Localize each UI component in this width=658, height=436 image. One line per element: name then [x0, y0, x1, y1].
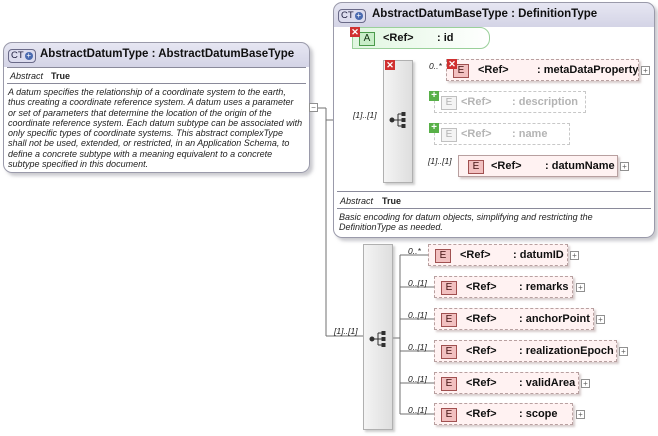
sequence-occurrence: [1]..[1] [353, 110, 377, 120]
element-badge-icon: E [441, 313, 457, 327]
element-name: : realizationEpoch [519, 345, 614, 357]
expand-icon[interactable]: + [619, 347, 628, 356]
element-name: : scope [519, 408, 558, 420]
attribute-id[interactable]: A <Ref> : id [352, 27, 490, 49]
element-validarea[interactable]: E <Ref> : validArea [434, 372, 579, 394]
element-scope[interactable]: E <Ref> : scope [434, 403, 573, 425]
element-badge-icon: E [441, 128, 457, 142]
element-badge-icon: E [453, 64, 469, 78]
element-occurrence: 0..[1] [408, 278, 427, 288]
expand-icon[interactable]: + [581, 379, 590, 388]
property-divider [7, 83, 306, 84]
abstract-value: True [51, 71, 71, 81]
element-name: : datumName [545, 160, 615, 172]
element-occurrence: 0..[1] [408, 342, 427, 352]
element-ref: <Ref> [466, 408, 497, 420]
element-badge-icon: E [441, 96, 457, 110]
element-ref: <Ref> [478, 64, 509, 76]
element-anchorpoint[interactable]: E <Ref> : anchorPoint [434, 308, 594, 330]
title-divider [7, 67, 306, 68]
element-remarks[interactable]: E <Ref> : remarks [434, 276, 573, 298]
element-badge-icon: E [435, 249, 451, 263]
attribute-badge-icon: A [359, 32, 375, 46]
documentation-text: A datum specifies the relationship of a … [8, 87, 303, 170]
element-ref: <Ref> [466, 345, 497, 357]
element-occurrence: 0..* [429, 61, 442, 71]
type-title: AbstractDatumType : AbstractDatumBaseTyp… [40, 48, 295, 60]
element-name: : remarks [519, 281, 569, 293]
element-name: : datumID [513, 249, 564, 261]
element-name-label: : name [512, 128, 548, 140]
documentation-divider [337, 208, 651, 209]
element-name[interactable]: E <Ref> : name [434, 123, 570, 145]
element-ref: <Ref> [460, 249, 491, 261]
abstract-label: Abstract [340, 196, 374, 206]
element-realizationepoch[interactable]: E <Ref> : realizationEpoch [434, 340, 617, 362]
element-ref: <Ref> [461, 128, 492, 140]
element-name: : validArea [519, 377, 576, 389]
element-ref: <Ref> [466, 377, 497, 389]
removed-marker-icon: ✕ [447, 59, 457, 69]
complex-type-badge-icon: CT+ [338, 9, 366, 23]
abstract-datum-type-box[interactable]: CT+ AbstractDatumType : AbstractDatumBas… [3, 42, 310, 173]
element-badge-icon: E [441, 377, 457, 391]
collapse-toggle-icon[interactable]: − [309, 103, 318, 112]
added-marker-icon: + [429, 123, 439, 133]
element-ref: <Ref> [466, 313, 497, 325]
element-occurrence: 0..[1] [408, 405, 427, 415]
expand-icon[interactable]: + [596, 315, 605, 324]
expand-icon[interactable]: + [620, 162, 629, 171]
sequence-compositor[interactable] [363, 244, 393, 430]
element-metadataproperty[interactable]: E <Ref> : metaDataProperty [446, 59, 639, 81]
element-ref: <Ref> [461, 96, 492, 108]
abstract-value: True [382, 196, 402, 206]
removed-marker-icon: ✕ [385, 60, 395, 70]
element-badge-icon: E [441, 281, 457, 295]
element-datumid[interactable]: E <Ref> : datumID [428, 244, 568, 266]
attribute-ref: <Ref> [383, 32, 414, 44]
element-ref: <Ref> [491, 160, 522, 172]
element-description[interactable]: E <Ref> : description [434, 91, 586, 113]
expand-icon[interactable]: + [641, 66, 650, 75]
element-badge-icon: E [441, 345, 457, 359]
element-name: : anchorPoint [519, 313, 590, 325]
complex-type-badge-icon: CT+ [8, 49, 36, 63]
element-occurrence: 0..* [408, 246, 421, 256]
element-occurrence: 0..[1] [408, 374, 427, 384]
removed-marker-icon: ✕ [350, 27, 360, 37]
sequence-occurrence: [1]..[1] [334, 326, 358, 336]
property-divider [337, 191, 651, 192]
attribute-name: : id [437, 32, 454, 44]
element-name: : metaDataProperty [537, 64, 639, 76]
expand-icon[interactable]: + [570, 251, 579, 260]
element-name: : description [512, 96, 579, 108]
sequence-icon [369, 331, 386, 347]
sequence-compositor[interactable] [383, 60, 413, 183]
sequence-icon [389, 112, 406, 128]
expand-icon[interactable]: + [576, 410, 585, 419]
element-badge-icon: E [441, 408, 457, 422]
element-datumname[interactable]: E <Ref> : datumName [458, 155, 618, 177]
element-occurrence: [1]..[1] [428, 156, 452, 166]
element-ref: <Ref> [466, 281, 497, 293]
abstract-label: Abstract [10, 71, 44, 81]
type-title: AbstractDatumBaseType : DefinitionType [372, 8, 598, 20]
added-marker-icon: + [429, 91, 439, 101]
expand-icon[interactable]: + [576, 283, 585, 292]
documentation-text: Basic encoding for datum objects, simpli… [339, 212, 593, 233]
element-badge-icon: E [468, 160, 484, 174]
element-occurrence: 0..[1] [408, 310, 427, 320]
